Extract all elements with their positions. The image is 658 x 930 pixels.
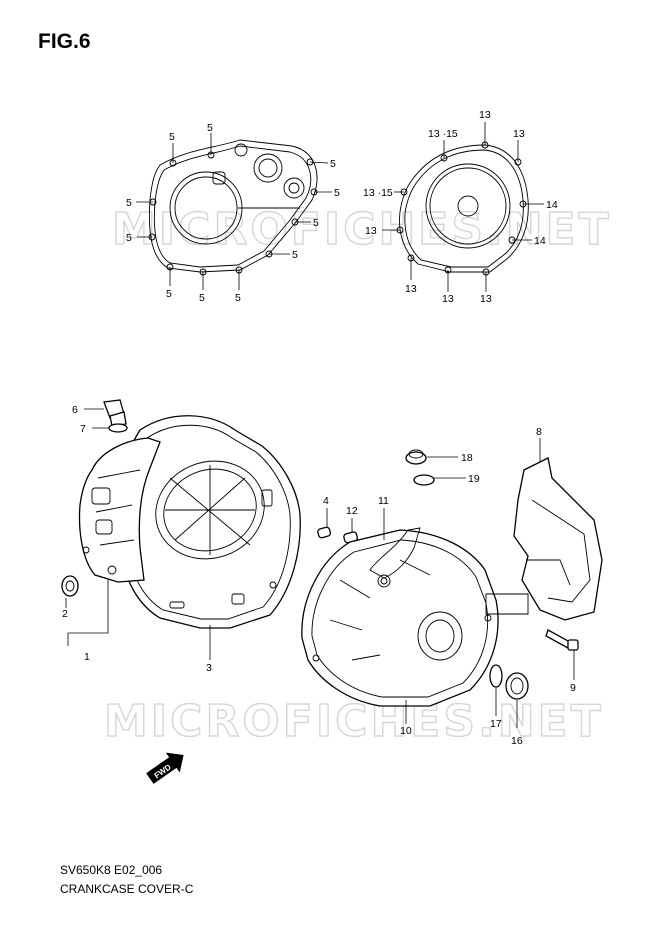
callout-3: 3 <box>206 662 212 674</box>
callout-5-j: 5 <box>126 232 132 244</box>
bracket-part-8 <box>485 457 603 621</box>
callout-7: 7 <box>80 423 86 435</box>
callout-1: 1 <box>84 651 90 663</box>
fwd-arrow-icon: FWD <box>146 752 184 784</box>
callout-9: 9 <box>570 682 576 694</box>
o-ring-part-7 <box>108 423 128 433</box>
callouts-right: 4 12 11 18 19 8 9 17 16 10 <box>323 426 576 747</box>
o-ring-part-19 <box>413 474 435 486</box>
callout-14-a: 14 <box>546 199 558 211</box>
inspection-cover-part-11 <box>369 527 421 579</box>
callout-13-c: 13 <box>365 225 377 237</box>
callout-5-b: 5 <box>207 122 213 134</box>
cap-part-18 <box>405 449 427 465</box>
model-code: SV650K8 E02_006 <box>60 863 163 877</box>
callout-5-e: 5 <box>313 217 319 229</box>
callout-14-b: 14 <box>534 235 546 247</box>
callout-leaders-right <box>326 438 575 728</box>
callouts-left: 6 7 2 1 3 <box>62 404 212 674</box>
callout-5-f: 5 <box>292 249 298 261</box>
callout-11: 11 <box>378 495 389 507</box>
callout-leaders-5 <box>136 133 332 290</box>
callout-13-15-b: 13 ·15 <box>363 187 393 199</box>
watermark-bottom: MICROFICHES.NET <box>104 696 604 747</box>
o-ring-part-17 <box>489 664 503 688</box>
bolt-part-9 <box>545 629 579 651</box>
oil-filler-cap-part-6 <box>103 399 127 427</box>
diagram-title: CRANKCASE COVER-C <box>60 882 194 896</box>
callout-13-e: 13 <box>442 293 454 305</box>
callout-5-i: 5 <box>166 288 172 300</box>
callout-13-d: 13 <box>405 283 417 295</box>
crankcase-cover-part-1 <box>78 437 161 583</box>
callout-5-h: 5 <box>199 292 205 304</box>
callouts-5: 5 5 5 5 5 5 5 5 5 5 5 <box>126 122 340 304</box>
callout-5-k: 5 <box>126 197 132 209</box>
figure-title: FIG.6 <box>38 30 91 53</box>
callout-13-a: 13 <box>479 109 491 121</box>
plug-part-2 <box>61 575 79 597</box>
callouts-13-14-15: 13 13 ·15 13 13 ·15 14 13 14 13 13 13 <box>363 109 558 305</box>
generator-cover-gasket-outline <box>399 144 529 273</box>
callout-5-a: 5 <box>169 131 175 143</box>
callout-16: 16 <box>511 735 523 747</box>
callout-leaders-13 <box>382 122 544 292</box>
callout-2: 2 <box>62 608 68 620</box>
callout-4: 4 <box>323 495 329 507</box>
callout-13-b: 13 <box>513 128 525 140</box>
callout-19: 19 <box>468 473 480 485</box>
callout-13-15-a: 13 ·15 <box>428 128 458 140</box>
callout-18: 18 <box>461 452 473 464</box>
callout-13-f: 13 <box>480 293 492 305</box>
callout-10: 10 <box>400 725 412 737</box>
callout-12: 12 <box>346 505 358 517</box>
plug-part-16 <box>505 672 529 700</box>
callout-leaders-left <box>65 408 211 660</box>
callout-5-d: 5 <box>334 187 340 199</box>
callout-8: 8 <box>536 426 542 438</box>
generator-cover-part-10 <box>301 529 499 707</box>
dowel-pin-part-4 <box>317 526 332 539</box>
callout-17: 17 <box>490 718 502 730</box>
callout-5-g: 5 <box>235 292 241 304</box>
watermark-top: MICROFICHES.NET <box>112 204 612 255</box>
callout-6: 6 <box>72 404 78 416</box>
callout-5-c: 5 <box>330 158 336 170</box>
